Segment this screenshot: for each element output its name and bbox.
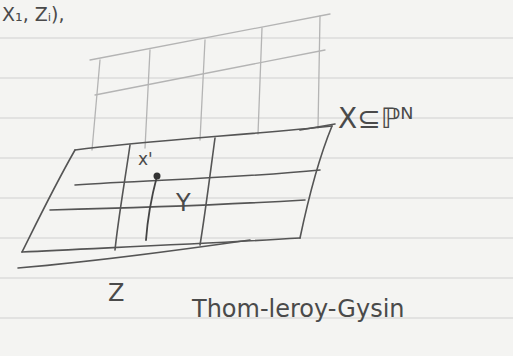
surface-x: [22, 124, 335, 252]
ruled-lines: [0, 38, 513, 318]
curve-z: [18, 240, 250, 268]
fibre-label: Y: [176, 190, 191, 216]
variety-label: X⊆ℙᴺ: [338, 104, 413, 135]
point-x: [154, 173, 161, 180]
top-fragment: X₁, Zᵢ),: [2, 4, 65, 25]
curve-y: [146, 176, 157, 240]
point-label: x': [138, 150, 153, 169]
note-text: Thom-leroy-Gysin: [192, 296, 405, 322]
subvariety-label: Z: [108, 280, 124, 306]
